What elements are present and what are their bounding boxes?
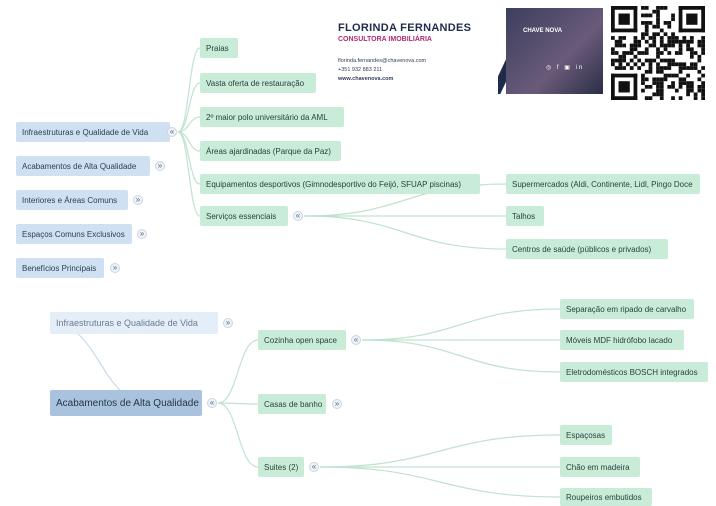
connector-line <box>303 215 507 250</box>
expand-icon[interactable]: » <box>223 318 233 328</box>
item-polo-universitario[interactable]: 2º maior polo universitário da AML <box>200 107 344 127</box>
qr-code <box>611 6 705 100</box>
expand-icon[interactable]: » <box>110 263 120 273</box>
suite-item-roupeiros[interactable]: Roupeiros embutidos <box>560 488 652 506</box>
category-beneficios[interactable]: Benefícios Principais <box>16 258 104 278</box>
card-photo <box>506 8 603 94</box>
business-card: FLORINDA FERNANDES CONSULTORA IMOBILIÁRI… <box>328 8 603 94</box>
brand-logo: CHAVE NOVA <box>523 28 563 34</box>
collapse-icon[interactable]: « <box>293 211 303 221</box>
connector-line <box>177 131 201 217</box>
category-acabamentos-selected[interactable]: Acabamentos de Alta Qualidade <box>50 390 202 416</box>
kitchen-item-eletrodomesticos[interactable]: Eletrodomésticos BOSCH integrados <box>560 362 708 382</box>
card-website: www.chavenova.com <box>338 76 394 82</box>
expand-icon[interactable]: » <box>155 161 165 171</box>
connector-line <box>217 339 259 404</box>
category-espacos-comuns[interactable]: Espaços Comuns Exclusivos <box>16 224 132 244</box>
category-infraestruturas-collapsed[interactable]: Infraestruturas e Qualidade de Vida <box>50 312 218 334</box>
expand-icon[interactable]: » <box>137 229 147 239</box>
connector-line <box>217 402 259 468</box>
item-servicos[interactable]: Serviços essenciais <box>200 206 288 226</box>
collapse-icon[interactable]: « <box>207 398 217 408</box>
card-name: FLORINDA FERNANDES <box>338 22 472 34</box>
service-centros-saude[interactable]: Centros de saúde (públicos e privados) <box>506 239 668 259</box>
service-supermercados[interactable]: Supermercados (Aldi, Continente, Lidl, P… <box>506 174 700 194</box>
connector-line <box>177 82 201 133</box>
collapse-icon[interactable]: « <box>309 462 319 472</box>
suite-item-espacosas[interactable]: Espaçosas <box>560 425 612 445</box>
category-infraestruturas[interactable]: Infraestruturas e Qualidade de Vida <box>16 122 170 142</box>
item-equipamentos[interactable]: Equipamentos desportivos (Gimnodesportiv… <box>200 174 480 194</box>
kitchen-item-moveis[interactable]: Móveis MDF hidrófobo lacado <box>560 330 684 350</box>
suite-item-chao[interactable]: Chão em madeira <box>560 457 640 477</box>
collapse-icon[interactable]: « <box>351 335 361 345</box>
category-interiores[interactable]: Interiores e Áreas Comuns <box>16 190 128 210</box>
card-email: florinda.fernandes@chavenova.com <box>338 58 427 64</box>
item-areas-ajardinadas[interactable]: Áreas ajardinadas (Parque da Paz) <box>200 141 341 161</box>
room-cozinha[interactable]: Cozinha open space <box>258 330 346 350</box>
connector-line <box>177 47 201 133</box>
connector-line <box>177 116 201 133</box>
category-acabamentos[interactable]: Acabamentos de Alta Qualidade <box>16 156 150 176</box>
connector-line <box>361 308 561 341</box>
card-role: CONSULTORA IMOBILIÁRIA <box>338 36 432 43</box>
expand-icon[interactable]: » <box>332 399 342 409</box>
kitchen-item-ripado[interactable]: Separação em ripado de carvalho <box>560 299 694 319</box>
item-praias[interactable]: Praias <box>200 38 238 58</box>
item-restauracao[interactable]: Vasta oferta de restauração <box>200 73 316 93</box>
card-phone: +351 932 883 211 <box>338 67 383 73</box>
connector-line <box>361 339 561 373</box>
room-casas-banho[interactable]: Casas de banho <box>258 394 326 414</box>
collapse-icon[interactable]: « <box>167 127 177 137</box>
service-talhos[interactable]: Talhos <box>506 206 544 226</box>
social-icons: ◎ f ▣ in <box>546 65 585 71</box>
connector-line <box>319 466 561 498</box>
connector-line <box>217 402 259 405</box>
room-suites[interactable]: Suites (2) <box>258 457 304 477</box>
expand-icon[interactable]: » <box>133 195 143 205</box>
connector-line <box>319 434 561 468</box>
